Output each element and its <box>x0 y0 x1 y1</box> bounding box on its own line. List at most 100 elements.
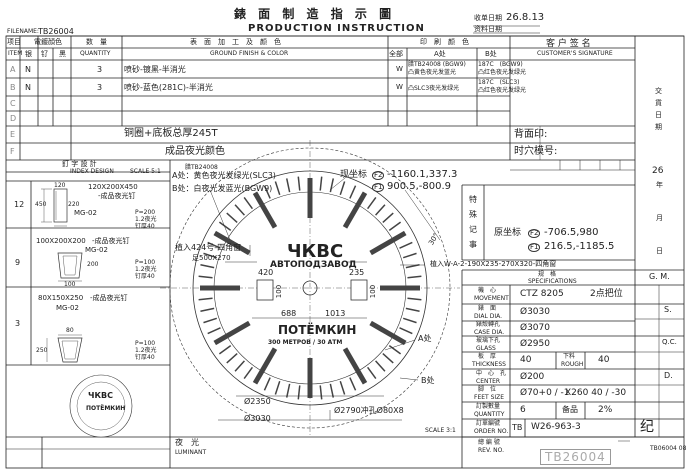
dial-scale: SCALE 3:1 <box>425 427 456 434</box>
index-3-d1: 250 <box>36 347 48 354</box>
delivery-day-unit: 日 <box>656 247 663 255</box>
col-qty-cn: 数 量 <box>86 38 107 46</box>
col-print-b: B处 <box>485 50 497 58</box>
row-a-print-b1: 187C (BGW9) <box>478 61 523 68</box>
row-f-item: F <box>10 147 15 156</box>
index-3-mg: MG-02 <box>56 304 79 312</box>
spec-case-cn: 錶殼轉孔 <box>476 321 501 328</box>
minute-marker <box>285 178 291 193</box>
minute-marker <box>388 221 402 232</box>
index-9-no: 9 <box>15 258 21 267</box>
special-mark-1: F2 <box>528 229 541 238</box>
spec-spare-value: 2% <box>598 405 613 415</box>
col-plating: 電鍍顔色 <box>34 38 62 46</box>
spec-spare-label: 备品 <box>562 405 578 414</box>
spec-thickness-value: 40 <box>520 355 532 365</box>
index-9-desc: -成品夜光钉 <box>92 237 130 245</box>
minute-marker <box>402 317 417 324</box>
spec-qty-value: 6 <box>520 405 526 415</box>
row-a-plating: N <box>25 65 31 74</box>
filename-value: TB26004 <box>38 27 74 36</box>
date-label: 收单日期 <box>474 14 502 22</box>
hole-note-2: 足500X270 <box>192 254 231 262</box>
row-b-all: W <box>396 83 403 91</box>
index-3-thick: 钉厚40 <box>135 354 155 361</box>
minute-marker <box>203 252 218 259</box>
specs-title-en: SPECIFICATIONS <box>528 278 577 285</box>
index-3-d2: 80 <box>66 327 74 334</box>
lume-label-en: LUMINANT <box>175 449 207 456</box>
col-finish-en: GROUND FINISH & COLOR <box>210 50 289 57</box>
spec-feet-value: Ø70+0 / -1 <box>520 388 570 398</box>
title-chinese: 錶 面 制 造 指 示 圖 <box>234 7 396 21</box>
spec-qty-cn: 訂製數量 <box>476 403 501 410</box>
minute-marker <box>198 275 213 279</box>
delivery-year: 26 <box>652 166 664 176</box>
minute-marker <box>407 297 422 301</box>
minute-marker <box>405 307 420 313</box>
minute-marker <box>319 385 323 400</box>
index-9-d2: 100 <box>64 281 76 288</box>
spec-center-cn: 中 心 孔 <box>476 370 507 377</box>
filed-label: 资料日期 <box>474 25 502 33</box>
minute-marker <box>375 204 386 216</box>
dial-model: ПОТЁМКИН <box>278 323 357 337</box>
dim-100-right: 100 <box>369 284 378 299</box>
minute-marker <box>198 297 213 301</box>
hole-spec: Ø2790冲孔Ø80X8 <box>334 406 404 415</box>
coord-1-mark: F2 <box>372 171 385 180</box>
footer-code: TB06004 08 <box>650 445 687 452</box>
lume-label-cn: 夜 光 <box>175 438 199 447</box>
minute-marker <box>234 360 245 372</box>
index-9-d1: 200 <box>87 261 99 268</box>
special-char-1: 特 <box>469 195 477 204</box>
col-print-all: 全部 <box>389 50 403 58</box>
spec-qty-en: QUANTITY <box>474 411 505 418</box>
minute-marker <box>407 275 422 279</box>
b-pointer: B处 <box>421 376 435 385</box>
minute-marker <box>366 196 377 210</box>
spec-center-en: CENTER <box>476 378 501 385</box>
delivery-char-4: 期 <box>655 123 662 131</box>
minute-marker <box>349 185 357 199</box>
rev-label-en: REV. NO. <box>478 447 504 454</box>
minute-marker <box>366 366 377 380</box>
spec-glass-value: Ø2950 <box>520 339 550 349</box>
row-a-print-b2: 凸红色夜光发绿光 <box>478 69 527 76</box>
index-12-size: 120X200X450 <box>88 183 138 191</box>
row-a-all: W <box>396 65 403 73</box>
spec-dial-value: Ø3030 <box>520 307 550 317</box>
minute-marker <box>285 383 291 398</box>
minute-marker <box>399 327 413 335</box>
index-12-desc: -成品夜光钉 <box>98 192 136 200</box>
col-item-cn: 项目 <box>7 38 21 46</box>
delivery-char-3: 日 <box>655 111 662 119</box>
minute-marker <box>243 366 254 380</box>
spec-movement-extra: 2点把位 <box>590 289 623 299</box>
a-pointer: A处 <box>418 334 432 343</box>
minute-marker <box>263 377 271 391</box>
dim-235: 235 <box>349 268 365 277</box>
index-scale: SCALE 5:1 <box>130 168 161 175</box>
a-note-2: A处：黄色夜光发绿光(SLC3) <box>172 171 276 180</box>
d-label: D. <box>664 371 673 380</box>
rev-label-cn: 總 編 號 <box>478 439 500 446</box>
spec-dial-en: DIAL DIA. <box>474 313 503 320</box>
minute-marker <box>203 317 218 324</box>
col-print-a: A处 <box>434 50 446 58</box>
dia-2350: Ø2350 <box>244 397 271 406</box>
index-title-en: INDEX DESIGN <box>70 168 114 175</box>
index-3-p: P=100 <box>135 340 156 347</box>
hour-marker <box>342 191 368 229</box>
specs-title-cn: 规 格 <box>538 271 557 278</box>
special-char-3: 记 <box>469 225 477 234</box>
spec-case-en: CASE DIA. <box>474 329 505 336</box>
dia-3030: Ø3030 <box>244 414 271 423</box>
spec-rough-value: 40 <box>598 355 610 365</box>
spec-rough-label-en: ROUGH <box>561 361 584 368</box>
spec-feet-cn: 脚 位 <box>478 386 497 393</box>
hour-marker <box>213 320 251 346</box>
special-value-2: 216.5,-1185.5 <box>544 241 615 252</box>
spec-thickness-cn: 板 厚 <box>478 353 497 360</box>
row-a-print-a1: 腊TB24008 (BGW9) <box>408 61 466 68</box>
